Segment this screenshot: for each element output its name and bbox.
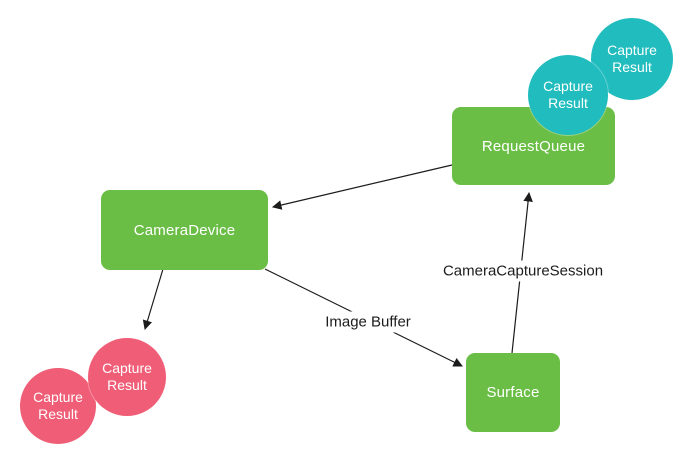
capture-result-circle-teal-front: Capture Result <box>528 55 608 135</box>
capture-result-circle-pink-front: Capture Result <box>88 338 166 416</box>
capture-result-circle-teal-back: Capture Result <box>591 18 673 100</box>
node-request-queue-label: RequestQueue <box>481 137 586 155</box>
capture-result-label: Capture Result <box>543 78 593 111</box>
edge-label-image-buffer: Image Buffer <box>321 311 415 333</box>
edge-label-camera-capture-session: CameraCaptureSession <box>438 260 608 282</box>
node-surface-label: Surface <box>486 384 540 401</box>
capture-result-label: Capture Result <box>33 389 83 422</box>
node-camera-device-label: CameraDevice <box>133 221 236 239</box>
node-surface: Surface <box>466 353 560 432</box>
arrow-requestqueue-to-cameradevice <box>271 164 453 210</box>
node-camera-device: CameraDevice <box>101 190 268 270</box>
capture-result-label: Capture Result <box>607 42 657 75</box>
capture-result-circle-pink-back: Capture Result <box>20 368 96 444</box>
arrow-cameradevice-to-captureresult <box>142 268 164 331</box>
capture-result-label: Capture Result <box>102 360 152 393</box>
